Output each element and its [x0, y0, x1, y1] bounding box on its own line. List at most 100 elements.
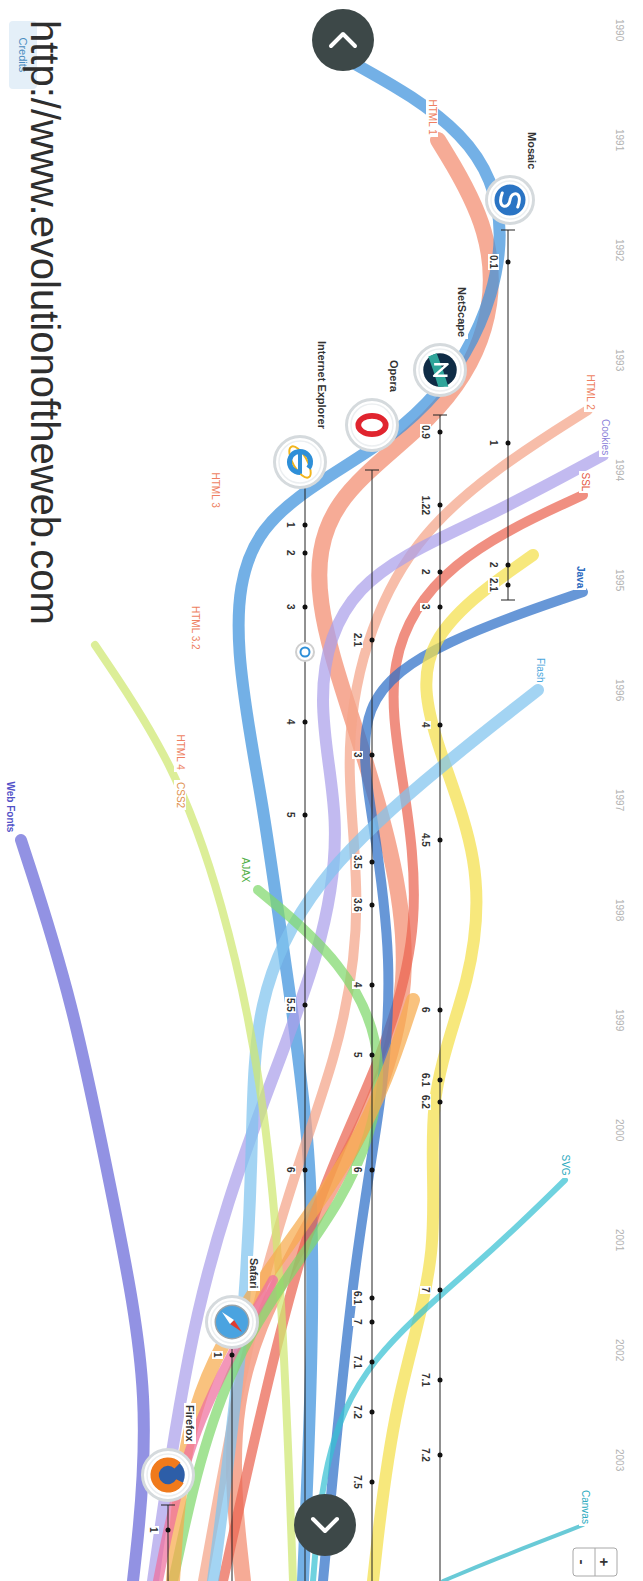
version-number-holder: 6.1: [418, 1072, 436, 1088]
year-label-holder: 1998: [613, 899, 631, 921]
netscape-globe: [423, 353, 456, 386]
icon-inner-ring: [211, 1301, 253, 1343]
version-number: 0.9: [420, 424, 431, 440]
version-dot: [370, 860, 375, 865]
browser-icon: [273, 435, 327, 489]
icon-group: [207, 1297, 258, 1348]
firefox-globe: [151, 1458, 184, 1491]
browser-node: Opera: [345, 398, 399, 452]
version-number: 7: [420, 1286, 431, 1294]
year-label: 1991: [615, 129, 626, 151]
version-number-holder: 1: [210, 1351, 228, 1359]
technology-label-holder: Web Fonts: [3, 780, 21, 835]
technology-label: SSL: [579, 471, 591, 494]
version-number-holder: 6: [418, 1006, 436, 1014]
browser-node: Mosaic: [485, 175, 535, 225]
version-number-holder: 7.2: [418, 1447, 436, 1463]
icon-group: [415, 345, 466, 396]
tech-stream: [153, 455, 603, 1581]
version-number-holder: 7: [350, 1318, 368, 1326]
browser-label-holder: Opera: [386, 358, 404, 394]
version-dot: [370, 638, 375, 643]
year-label-holder: 1997: [613, 789, 631, 811]
version-number-holder: 3: [283, 603, 301, 611]
firefox-fox: [150, 1457, 183, 1492]
zoom-control: [573, 1548, 617, 1576]
version-number-holder: 5: [350, 1051, 368, 1059]
safari-needle: [222, 1312, 234, 1324]
version-dot: [438, 1288, 443, 1293]
year-label-holder: 1999: [613, 1009, 631, 1031]
browser-node: Firefox: [141, 1448, 195, 1502]
icon-group: [487, 177, 534, 224]
tech-stream: [95, 645, 293, 1581]
technology-label-holder: Flash: [533, 656, 551, 684]
tech-stream: [158, 1280, 273, 1581]
tech-stream: [443, 1525, 583, 1581]
version-number-holder: 6.1: [350, 1290, 368, 1306]
version-dot: [370, 1480, 375, 1485]
browser-icon: [141, 1448, 195, 1502]
technology-label-holder: HTML 3: [208, 471, 226, 510]
version-number-holder: 7.1: [350, 1354, 368, 1370]
version-number: 6: [420, 1006, 431, 1014]
version-dot: [438, 430, 443, 435]
next-button: [294, 1494, 356, 1556]
version-number: 2: [285, 549, 296, 557]
track-group: [161, 230, 515, 1581]
version-number: 2.1: [352, 632, 363, 648]
version-dot: [370, 1320, 375, 1325]
year-label: 2000: [615, 1119, 626, 1141]
year-label: 2002: [615, 1339, 626, 1361]
safari-compass: [215, 1305, 248, 1338]
year-label-holder: 1996: [613, 679, 631, 701]
version-number-holder: 7: [418, 1286, 436, 1294]
browser-name: Opera: [388, 358, 400, 394]
version-number: 7.2: [352, 1404, 363, 1420]
track-start-tick: [161, 1505, 175, 1506]
technology-label-holder: HTML 3.2: [188, 604, 206, 652]
version-number-holder: 7.1: [418, 1372, 436, 1388]
zoom-symbol-holder: -: [574, 1560, 592, 1565]
version-track: [508, 230, 509, 600]
icon-ring: [207, 1297, 258, 1348]
version-dot: [438, 1078, 443, 1083]
zoom-symbol: +: [598, 1558, 613, 1567]
version-dot: [370, 903, 375, 908]
version-dot: [438, 570, 443, 575]
icon-ring: [487, 177, 534, 224]
nav-chevron: [313, 1519, 337, 1531]
technology-label-holder: Java: [573, 564, 591, 590]
technology-label: HTML 3: [209, 471, 221, 510]
track-end-tick: [501, 600, 515, 601]
technology-label: HTML 2: [584, 373, 596, 412]
version-track: [232, 1340, 233, 1581]
track-start-tick: [501, 230, 515, 231]
icon-ring: [143, 1450, 194, 1501]
version-number-holder: 3.5: [350, 854, 368, 870]
version-dot: [303, 813, 308, 818]
tech-stream: [323, 592, 583, 1581]
version-dot: [438, 503, 443, 508]
icon-inner-ring: [419, 349, 461, 391]
version-dot: [438, 1008, 443, 1013]
version-dot: [166, 1528, 171, 1533]
version-number-holder: 2: [486, 561, 504, 569]
tech-stream: [21, 840, 144, 1581]
zoom-symbol-holder: +: [596, 1558, 614, 1567]
technology-label-holder: HTML 4: [173, 733, 191, 772]
year-label-holder: 2001: [613, 1229, 631, 1251]
version-number: 2: [488, 561, 499, 569]
version-number-holder: 0.1: [486, 254, 504, 270]
version-number: 7.2: [420, 1447, 431, 1463]
version-number: 3.5: [352, 854, 363, 870]
browser-name: Mosaic: [526, 130, 538, 171]
version-dot: [303, 551, 308, 556]
version-number: 4: [352, 981, 363, 989]
version-track: [305, 465, 306, 1581]
version-number: 4.5: [420, 832, 431, 848]
version-number-holder: 1: [283, 521, 301, 529]
version-number: 1: [285, 521, 296, 529]
version-number: 1.22: [420, 495, 431, 516]
